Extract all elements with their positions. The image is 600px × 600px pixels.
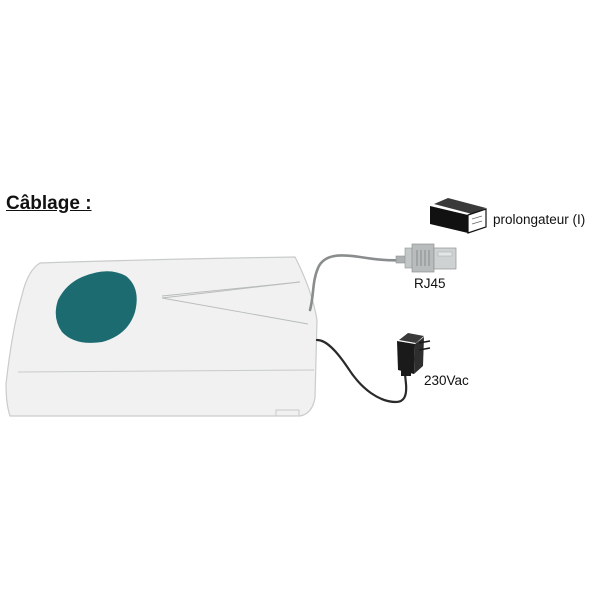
- power-adapter: [397, 333, 431, 376]
- power-cable: [315, 338, 408, 404]
- base-unit-body: [5, 256, 318, 417]
- diagram-title: Câblage :: [6, 193, 92, 214]
- base-unit: [5, 256, 318, 417]
- extender-box: [430, 198, 487, 234]
- power-label: 230Vac: [424, 373, 469, 388]
- base-unit-crease: [161, 281, 309, 325]
- extender-label: prolongateur (I): [493, 212, 586, 227]
- base-unit-edge-line: [17, 369, 315, 373]
- network-cable: [308, 254, 406, 312]
- rj45-label: RJ45: [414, 276, 446, 291]
- rj45-connector: [395, 243, 457, 273]
- base-unit-foot-notch: [275, 409, 300, 416]
- base-unit-badge: [55, 271, 137, 343]
